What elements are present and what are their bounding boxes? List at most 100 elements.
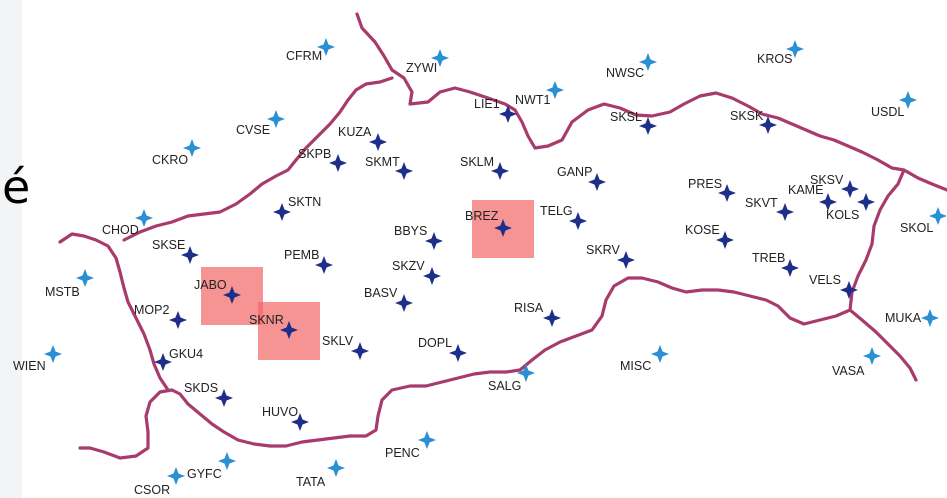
station-marker-icon [499,105,517,123]
station-skpb: SKPB [298,147,347,172]
station-marker-icon [569,212,587,230]
station-label: SKLM [460,155,494,169]
station-cvse: CVSE [236,110,285,137]
station-marker-icon [267,110,285,128]
station-label: CHOD [102,223,139,237]
station-label: TREB [752,251,785,265]
station-label: SKOL [900,221,933,235]
station-label: RISA [514,301,544,315]
station-brez: BREZ [465,209,512,237]
station-marker-icon [639,53,657,71]
station-huvo: HUVO [262,405,309,431]
station-marker-icon [369,133,387,151]
station-zywi: ZYWI [406,49,449,75]
station-marker-icon [841,180,859,198]
station-wien: WIEN [13,345,62,373]
station-label: CVSE [236,123,270,137]
station-label: ZYWI [406,61,437,75]
station-marker-icon [863,347,881,365]
station-label: SKSV [810,173,844,187]
station-label: SKNR [249,313,284,327]
station-skmt: SKMT [365,155,413,180]
station-marker-icon [651,345,669,363]
station-marker-icon [494,219,512,237]
station-marker-icon [425,232,443,250]
station-mop2: MOP2 [134,303,187,329]
station-marker-icon [819,193,837,211]
station-label: LIE1 [474,97,500,111]
station-marker-icon [169,311,187,329]
station-vels: VELS [809,273,858,299]
station-label: KOLS [826,208,859,222]
station-marker-icon [273,203,291,221]
station-tata: TATA [296,459,345,489]
station-marker-icon [315,256,333,274]
station-label: TELG [540,204,573,218]
station-marker-icon [154,353,172,371]
station-label: SKVT [745,196,778,210]
station-marker-icon [718,184,736,202]
station-marker-icon [840,281,858,299]
station-label: SKLV [322,334,354,348]
station-nwt1: NWT1 [515,81,564,107]
station-label: SKSL [610,110,642,124]
station-dopl: DOPL [418,336,467,362]
station-cfrm: CFRM [286,38,335,63]
station-sklm: SKLM [460,155,509,180]
station-ganp: GANP [557,165,606,191]
station-marker-icon [716,231,734,249]
station-marker-icon [431,49,449,67]
station-marker-icon [759,116,777,134]
station-kame: KAME [788,183,837,211]
station-label: SKSE [152,238,185,252]
station-kols: KOLS [826,193,875,222]
station-marker-icon [588,173,606,191]
station-skrv: SKRV [586,243,635,269]
station-marker-icon [135,209,153,227]
highlight-boxes [201,200,534,360]
station-label: VELS [809,273,841,287]
station-label: NWSC [606,66,644,80]
station-label: SKSK [730,109,764,123]
station-label: KUZA [338,125,372,139]
station-label: WIEN [13,359,46,373]
station-marker-icon [857,193,875,211]
station-marker-icon [280,321,298,339]
station-marker-icon [449,344,467,362]
station-label: CFRM [286,49,322,63]
station-label: KOSE [685,223,720,237]
station-label: MUKA [885,311,922,325]
station-label: KAME [788,183,823,197]
station-label: BREZ [465,209,499,223]
station-bbys: BBYS [394,224,443,250]
station-skol: SKOL [900,207,947,235]
station-marker-icon [44,345,62,363]
station-marker-icon [167,467,185,485]
station-marker-icon [781,259,799,277]
station-marker-icon [899,91,917,109]
station-label: USDL [871,105,904,119]
station-csor: CSOR [134,467,185,497]
station-sknr: SKNR [249,313,298,339]
station-chod: CHOD [102,209,153,237]
station-marker-icon [395,294,413,312]
station-marker-icon [223,286,241,304]
station-skvt: SKVT [745,196,794,221]
station-sklv: SKLV [322,334,369,360]
station-marker-icon [423,267,441,285]
station-label: BASV [364,286,398,300]
station-kros: KROS [757,40,804,66]
station-marker-icon [929,207,947,225]
station-skse: SKSE [152,238,199,264]
station-usdl: USDL [871,91,917,119]
station-marker-icon [418,431,436,449]
station-marker-icon [329,154,347,172]
station-treb: TREB [752,251,799,277]
station-label: SKMT [365,155,400,169]
edge-glyph: é [2,160,31,214]
station-marker-icon [218,452,236,470]
station-label: MSTB [45,285,80,299]
station-marker-icon [183,139,201,157]
station-marker-icon [327,459,345,477]
